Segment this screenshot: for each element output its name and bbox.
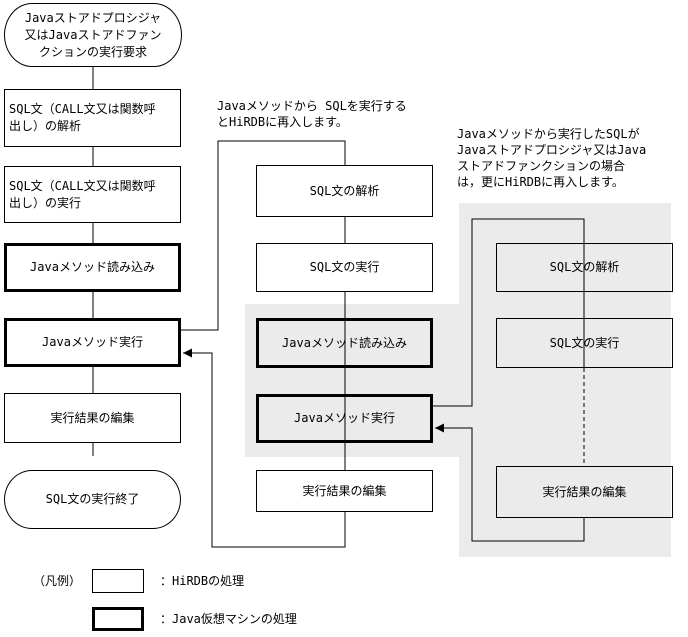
return-right-line bbox=[435, 423, 585, 542]
left-request-node: Javaストアドプロシジャ 又はJavaストアドファン クションの実行要求 bbox=[4, 3, 182, 67]
legend-hirdb-swatch bbox=[92, 569, 144, 593]
right-exec-sql-node: SQL文の実行 bbox=[496, 318, 673, 368]
legend-jvm-swatch bbox=[92, 607, 144, 631]
middle-exec-sql-node: SQL文の実行 bbox=[256, 243, 433, 292]
right-parse-sql-node: SQL文の解析 bbox=[496, 243, 673, 292]
middle-parse-sql-node: SQL文の解析 bbox=[256, 165, 433, 217]
call-middle-line bbox=[181, 140, 346, 331]
left-load-method-node: Javaメソッド読み込み bbox=[4, 243, 181, 292]
legend-jvm-label: ：Java仮想マシンの処理 bbox=[160, 612, 297, 626]
middle-note-text: Javaメソッドから SQLを実行する とHiRDBに再入します。 bbox=[217, 99, 407, 129]
middle-exec-method-node: Javaメソッド実行 bbox=[256, 394, 433, 443]
left-end-node: SQL文の実行終了 bbox=[4, 470, 181, 529]
call-right-line bbox=[433, 218, 585, 407]
right-edit-result-node: 実行結果の編集 bbox=[496, 466, 673, 518]
left-exec-sql-node: SQL文（CALL文又は関数呼 出し）の実行 bbox=[4, 166, 181, 223]
return-middle-line bbox=[183, 348, 346, 548]
legend-hirdb-label: ：HiRDBの処理 bbox=[160, 574, 245, 588]
left-edit-result-node: 実行結果の編集 bbox=[4, 393, 181, 443]
middle-edit-result-node: 実行結果の編集 bbox=[256, 470, 433, 512]
right-note-text: Javaメソッドから実行したSQLが Javaストアドプロシジャ又はJava ス… bbox=[457, 127, 647, 189]
middle-load-method-node: Javaメソッド読み込み bbox=[256, 318, 433, 368]
legend-title: （凡例） bbox=[33, 574, 82, 588]
left-exec-method-node: Javaメソッド実行 bbox=[4, 318, 181, 367]
left-parse-sql-node: SQL文（CALL文又は関数呼 出し）の解析 bbox=[4, 89, 181, 147]
